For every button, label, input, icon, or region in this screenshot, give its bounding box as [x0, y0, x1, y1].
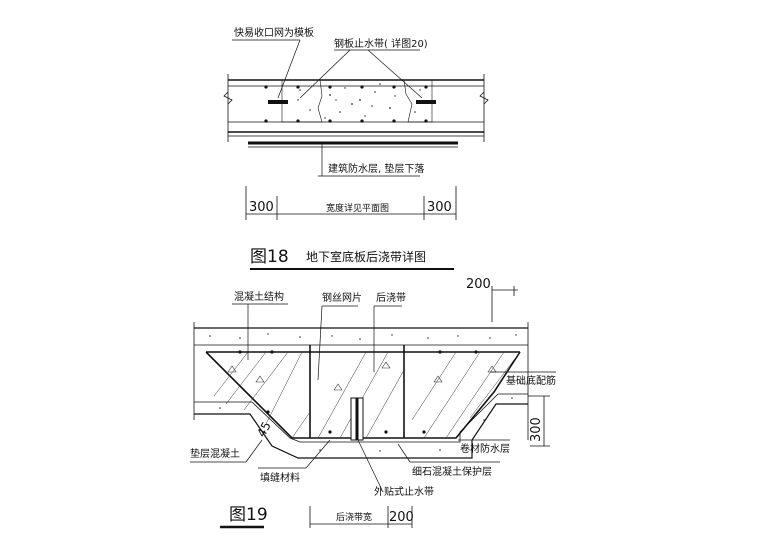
dim-bottom-200: 200	[389, 510, 414, 525]
break-mark-right	[479, 91, 489, 105]
f19-concrete-stipple	[209, 333, 517, 452]
dim-left-300: 300	[249, 200, 274, 215]
break-mark-left	[223, 91, 233, 105]
steel-waterstop-left	[268, 100, 288, 104]
dim-right-300: 300	[427, 200, 452, 215]
dim-width-note: 宽度详见平面图	[326, 202, 389, 214]
dim-side-300: 300	[529, 417, 544, 442]
label-membrane-waterproof: 卷材防水层	[460, 442, 510, 455]
figure-18: 快易收口网为模板 钢板止水带( 详图20) 建筑防水层, 垫层下落 300 宽度…	[223, 26, 489, 270]
leader-filler	[305, 439, 331, 469]
steel-waterstop-right	[416, 100, 436, 104]
f19-aggregate-marks	[227, 361, 497, 391]
post-pour-right-boundary	[403, 79, 433, 123]
figure-18-number: 图18	[250, 247, 289, 267]
label-steel-waterstop: 钢板止水带( 详图20)	[334, 37, 428, 50]
leader-protection	[397, 443, 411, 463]
label-cushion-concrete: 垫层混凝土	[190, 447, 240, 460]
label-concrete-structure: 混凝土结构	[234, 290, 284, 303]
f19-rebar-dots	[238, 350, 478, 434]
label-filler-material: 填缝材料	[260, 471, 300, 484]
leader-waterstop-a	[299, 49, 351, 99]
concrete-stipple-18	[297, 83, 421, 119]
label-external-waterstop: 外贴式止水带	[374, 485, 434, 498]
figure-18-title: 地下室底板后浇带详图	[306, 249, 426, 264]
f19-outer-profile	[194, 403, 528, 459]
rebar-dots-18	[264, 85, 428, 123]
label-protection-layer: 细石混凝土保护层	[412, 465, 492, 478]
f19-rebar-outline	[205, 351, 521, 439]
label-bottom-rebar: 基础底配筋	[506, 374, 556, 387]
angle-45: 45	[254, 419, 274, 439]
figure-19-caption: 图19	[229, 505, 268, 525]
leader-cushion	[245, 439, 263, 463]
label-formwork: 快易收口网为模板	[234, 26, 314, 39]
leader-waterstop	[357, 439, 383, 491]
figure-19: 混凝土结构 钢丝网片 后浇带 200 基础底配筋 300 卷材防水层 细石混凝土…	[190, 277, 556, 529]
post-pour-left-boundary	[281, 79, 323, 123]
dim-post-pour-width: 后浇带宽	[336, 511, 372, 523]
f19-inner-profile	[194, 393, 528, 443]
f19-hatching	[213, 351, 521, 439]
label-waterproof-layer: 建筑防水层, 垫层下落	[328, 162, 424, 175]
leader-mesh	[317, 305, 323, 381]
label-post-pour-band: 后浇带	[376, 291, 406, 304]
leader-waterstop-b	[367, 49, 423, 99]
leader-formwork	[277, 39, 301, 99]
dim-top-200: 200	[466, 277, 491, 292]
label-steel-mesh: 钢丝网片	[322, 291, 362, 304]
